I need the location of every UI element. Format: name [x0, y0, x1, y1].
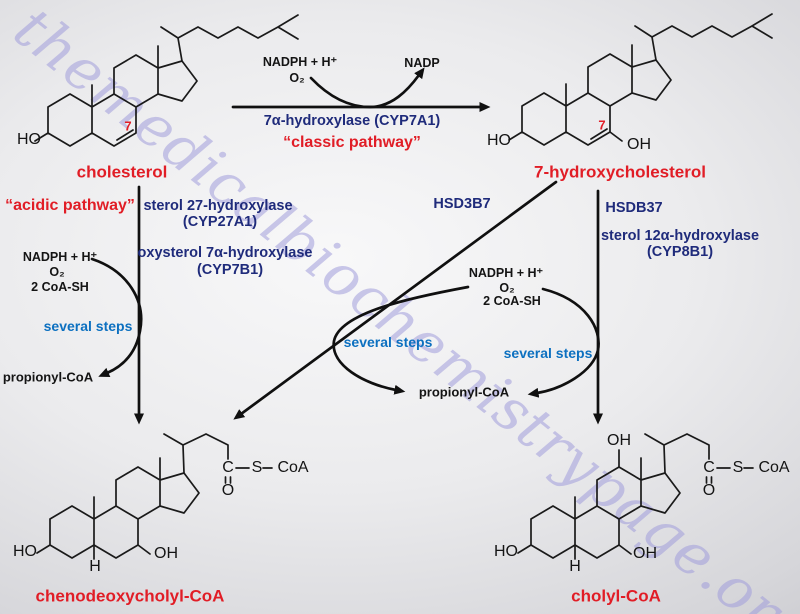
cholyl-oh12-label: OH	[607, 432, 631, 449]
hydroxycholesterol-structure	[508, 13, 773, 146]
cheno-o-label: O	[221, 482, 235, 499]
cheno-coa-label: CoA	[277, 459, 309, 476]
cholyl-name: cholyl-CoA	[571, 586, 661, 606]
cholyl-coa-label: CoA	[758, 459, 790, 476]
hydroxycholesterol-oh-label: OH	[627, 136, 651, 153]
classic-o2-label: O₂	[289, 70, 305, 85]
acidic-coash-label: 2 CoA-SH	[31, 279, 89, 294]
cholyl-carbonyl-c-label: C	[703, 459, 715, 476]
middle-right-several-steps-label: several steps	[503, 345, 593, 361]
middle-left-cofactor-arc	[332, 285, 470, 395]
cyp27a1-gene-label: (CYP27A1)	[182, 213, 258, 230]
cholesterol-name: cholesterol	[76, 162, 168, 182]
cholesterol-c7-label: 7	[124, 118, 132, 134]
cyp8b1-gene-label: (CYP8B1)	[646, 243, 714, 260]
hsd3b7-diagonal-arrow	[233, 180, 558, 420]
cheno-carbonyl-c-label: C	[222, 459, 234, 476]
classic-nadp-label: NADP	[404, 55, 440, 70]
cheno-oh-label: OH	[154, 545, 178, 562]
middle-right-cofactor-arc	[527, 287, 600, 398]
chenodeoxycholyl-coa-structure	[36, 433, 273, 560]
sterol27-enzyme-label: sterol 27-hydroxylase	[143, 197, 293, 214]
cholyl-oh7-label: OH	[633, 545, 657, 562]
acidic-pathway-label: “acidic pathway”	[5, 197, 135, 214]
cholyl-o-label: O	[702, 482, 716, 499]
oxysterol-enzyme-label: oxysterol 7α-hydroxylase	[137, 244, 313, 261]
sterol12-enzyme-label: sterol 12α-hydroxylase	[600, 227, 760, 244]
middle-left-several-steps-label: several steps	[343, 334, 433, 350]
hydroxycholesterol-ho-label: HO	[487, 132, 511, 149]
cyp7a1-enzyme-label: 7α-hydroxylase (CYP7A1)	[263, 112, 441, 129]
cholesterol-ho-label: HO	[17, 131, 41, 148]
cyp7b1-gene-label: (CYP7B1)	[196, 261, 264, 278]
classic-pathway-label: “classic pathway”	[283, 134, 421, 151]
cheno-s-label: S	[251, 459, 263, 476]
cholesterol-structure	[34, 14, 299, 147]
cholyl-coa-structure	[517, 433, 754, 560]
middle-nadph-label: NADPH + H⁺	[468, 265, 544, 280]
middle-o2-label: O₂	[499, 280, 515, 295]
middle-propionyl-coa-label: propionyl-CoA	[418, 384, 510, 400]
cholyl-ho-label: HO	[494, 543, 518, 560]
middle-coash-label: 2 CoA-SH	[483, 293, 541, 308]
cheno-ho-label: HO	[13, 543, 37, 560]
cholyl-s-label: S	[732, 459, 744, 476]
hsdb37-enzyme-label: HSDB37	[605, 199, 663, 216]
cholyl-h-label: H	[569, 558, 581, 575]
cheno-h-label: H	[89, 558, 101, 575]
acidic-nadph-label: NADPH + H⁺	[22, 249, 98, 264]
cheno-name: chenodeoxycholyl-CoA	[35, 586, 225, 606]
acidic-o2-label: O₂	[49, 264, 65, 279]
hydroxycholesterol-c7-label: 7	[598, 117, 606, 133]
acidic-propionyl-coa-label: propionyl-CoA	[2, 369, 94, 385]
hsd3b7-enzyme-label: HSD3B7	[433, 195, 491, 212]
hydroxycholesterol-name: 7-hydroxycholesterol	[534, 162, 706, 182]
acidic-cofactor-arc	[90, 257, 143, 377]
classic-cofactor-arc	[309, 67, 425, 109]
acidic-several-steps-label: several steps	[43, 318, 133, 334]
classic-nadph-label: NADPH + H⁺	[262, 54, 338, 69]
